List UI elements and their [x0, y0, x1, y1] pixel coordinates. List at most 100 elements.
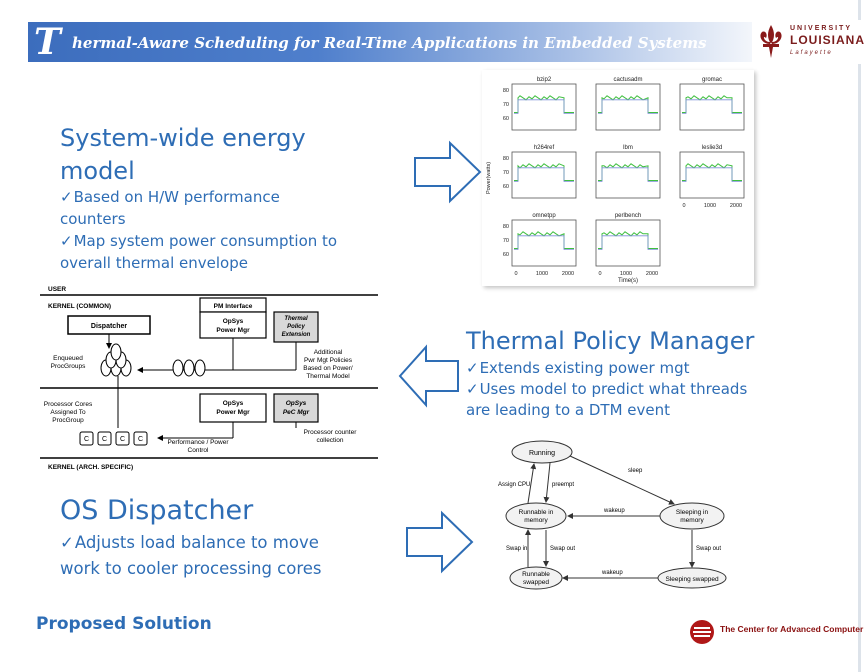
plot-trace-measured: [514, 95, 574, 114]
svg-text:wakeup: wakeup: [601, 570, 623, 576]
logo-line-3: Lafayette: [790, 50, 833, 56]
plot-x-tick: 0: [682, 203, 685, 209]
policy-bullet-1: ✓Extends existing power mgt: [466, 359, 690, 377]
plot-trace-measured: [598, 231, 658, 250]
center-logo: The Center for Advanced Computer Studies: [688, 618, 864, 646]
plot-trace-measured: [682, 163, 742, 182]
energy-title-line-2: model: [60, 157, 135, 185]
edge-assign-cpu: [527, 463, 537, 504]
plot-trace-measured: [682, 95, 742, 114]
plot-panel: [511, 83, 577, 131]
opsys-bottom-line-2: Power Mgr: [216, 409, 250, 416]
plot-y-tick: 70: [503, 170, 509, 176]
svg-text:memory: memory: [680, 517, 704, 524]
pm-interface-label: PM Interface: [214, 303, 253, 310]
svg-text:Running: Running: [529, 450, 555, 457]
plot-trace-model: [598, 167, 658, 182]
plot-trace-model: [514, 99, 574, 114]
energy-title-line-1: System-wide energy: [60, 124, 306, 152]
plot-panel: [511, 219, 577, 267]
plot-x-tick: 0: [514, 271, 517, 277]
check-icon: ✓: [60, 533, 74, 552]
svg-text:C: C: [102, 436, 107, 443]
plot-x-tick: 1000: [620, 271, 632, 277]
plot-y-tick: 60: [503, 116, 509, 122]
plot-y-label: Power(watts): [486, 162, 492, 194]
plot-x-tick: 2000: [562, 271, 574, 277]
svg-text:C: C: [138, 436, 143, 443]
plot-x-tick: 1000: [704, 203, 716, 209]
cores-line-2: Assigned To: [50, 409, 86, 416]
check-icon: ✓: [466, 359, 479, 377]
enqueued-line-1: Enqueued: [53, 355, 83, 362]
plot-trace-model: [598, 99, 658, 114]
svg-text:preempt: preempt: [552, 482, 574, 488]
plot-y-tick: 80: [503, 224, 509, 230]
thermal-policy-line-1: Thermal: [284, 316, 308, 322]
cores-line-1: Processor Cores: [44, 401, 93, 408]
energy-model-title: System-wide energy model: [60, 122, 306, 188]
plot-y-tick: 70: [503, 102, 509, 108]
plot-x-tick: 1000: [536, 271, 548, 277]
plot-y-tick: 80: [503, 88, 509, 94]
plot-x-label: Time(s): [618, 278, 638, 284]
plot-trace-measured: [514, 163, 574, 182]
plot-trace-model: [514, 167, 574, 182]
process-state-diagram: Running Runnable in memory Sleeping in m…: [496, 436, 734, 590]
plot-panel: [679, 83, 745, 131]
cores-line-3: ProcGroup: [52, 417, 84, 424]
dispatcher-box-label: Dispatcher: [91, 323, 127, 330]
plot-panel: [679, 151, 745, 199]
perf-power-line-2: Control: [188, 447, 210, 454]
slide-header: T hermal-Aware Scheduling for Real-Time …: [0, 0, 864, 64]
edge-sleep: [569, 455, 675, 505]
plot-y-tick: 70: [503, 238, 509, 244]
check-icon: ✓: [466, 380, 479, 398]
policy-bullets: ✓Extends existing power mgt ✓Uses model …: [466, 358, 856, 421]
opsys-bottom-line-1: OpSys: [223, 400, 244, 407]
plot-trace-measured: [598, 163, 658, 182]
plot-trace-model: [514, 235, 574, 250]
header-bar: [28, 22, 752, 62]
thermal-policy-line-2: Policy: [287, 324, 305, 330]
enqueued-procgroups-pile: [100, 343, 132, 377]
counter-line-2: collection: [316, 437, 343, 444]
svg-text:Swap in: Swap in: [506, 546, 527, 552]
plot-panel: [511, 151, 577, 199]
additional-line-4: Thermal Model: [306, 373, 350, 380]
state-runnable-memory: [505, 502, 567, 530]
title-initial: T: [34, 21, 61, 63]
center-name: The Center for Advanced Computer Studies: [720, 624, 864, 634]
plot-panel-title: lbm: [623, 145, 633, 151]
plot-panel: [595, 151, 661, 199]
check-icon: ✓: [60, 188, 73, 206]
right-edge-rule: [858, 0, 861, 672]
check-icon: ✓: [60, 232, 73, 250]
cacs-logo-icon: [690, 620, 714, 644]
plot-x-tick: 2000: [730, 203, 742, 209]
logo-line-2: LOUISIANA: [790, 33, 864, 47]
plot-trace-model: [682, 167, 742, 182]
dispatcher-title: OS Dispatcher: [60, 495, 254, 526]
pec-mgr-line-1: OpSys: [286, 400, 307, 407]
svg-text:Sleeping swapped: Sleeping swapped: [665, 576, 719, 583]
state-sleeping-memory: [659, 502, 725, 530]
fleur-de-lis-icon: [760, 25, 782, 58]
additional-line-2: Pwr Mgt Policies: [304, 357, 353, 364]
state-running: [511, 440, 573, 464]
svg-text:swapped: swapped: [523, 579, 549, 586]
svg-text:C: C: [120, 436, 125, 443]
svg-text:Sleeping in: Sleeping in: [676, 509, 709, 516]
plot-x-tick: 0: [598, 271, 601, 277]
plot-y-tick: 60: [503, 252, 509, 258]
plot-panel-title: bzip2: [537, 77, 552, 83]
additional-line-3: Based on Power/: [303, 365, 353, 372]
policy-manager-title: Thermal Policy Manager: [466, 327, 755, 355]
pec-mgr-line-2: PeC Mgr: [283, 409, 310, 416]
